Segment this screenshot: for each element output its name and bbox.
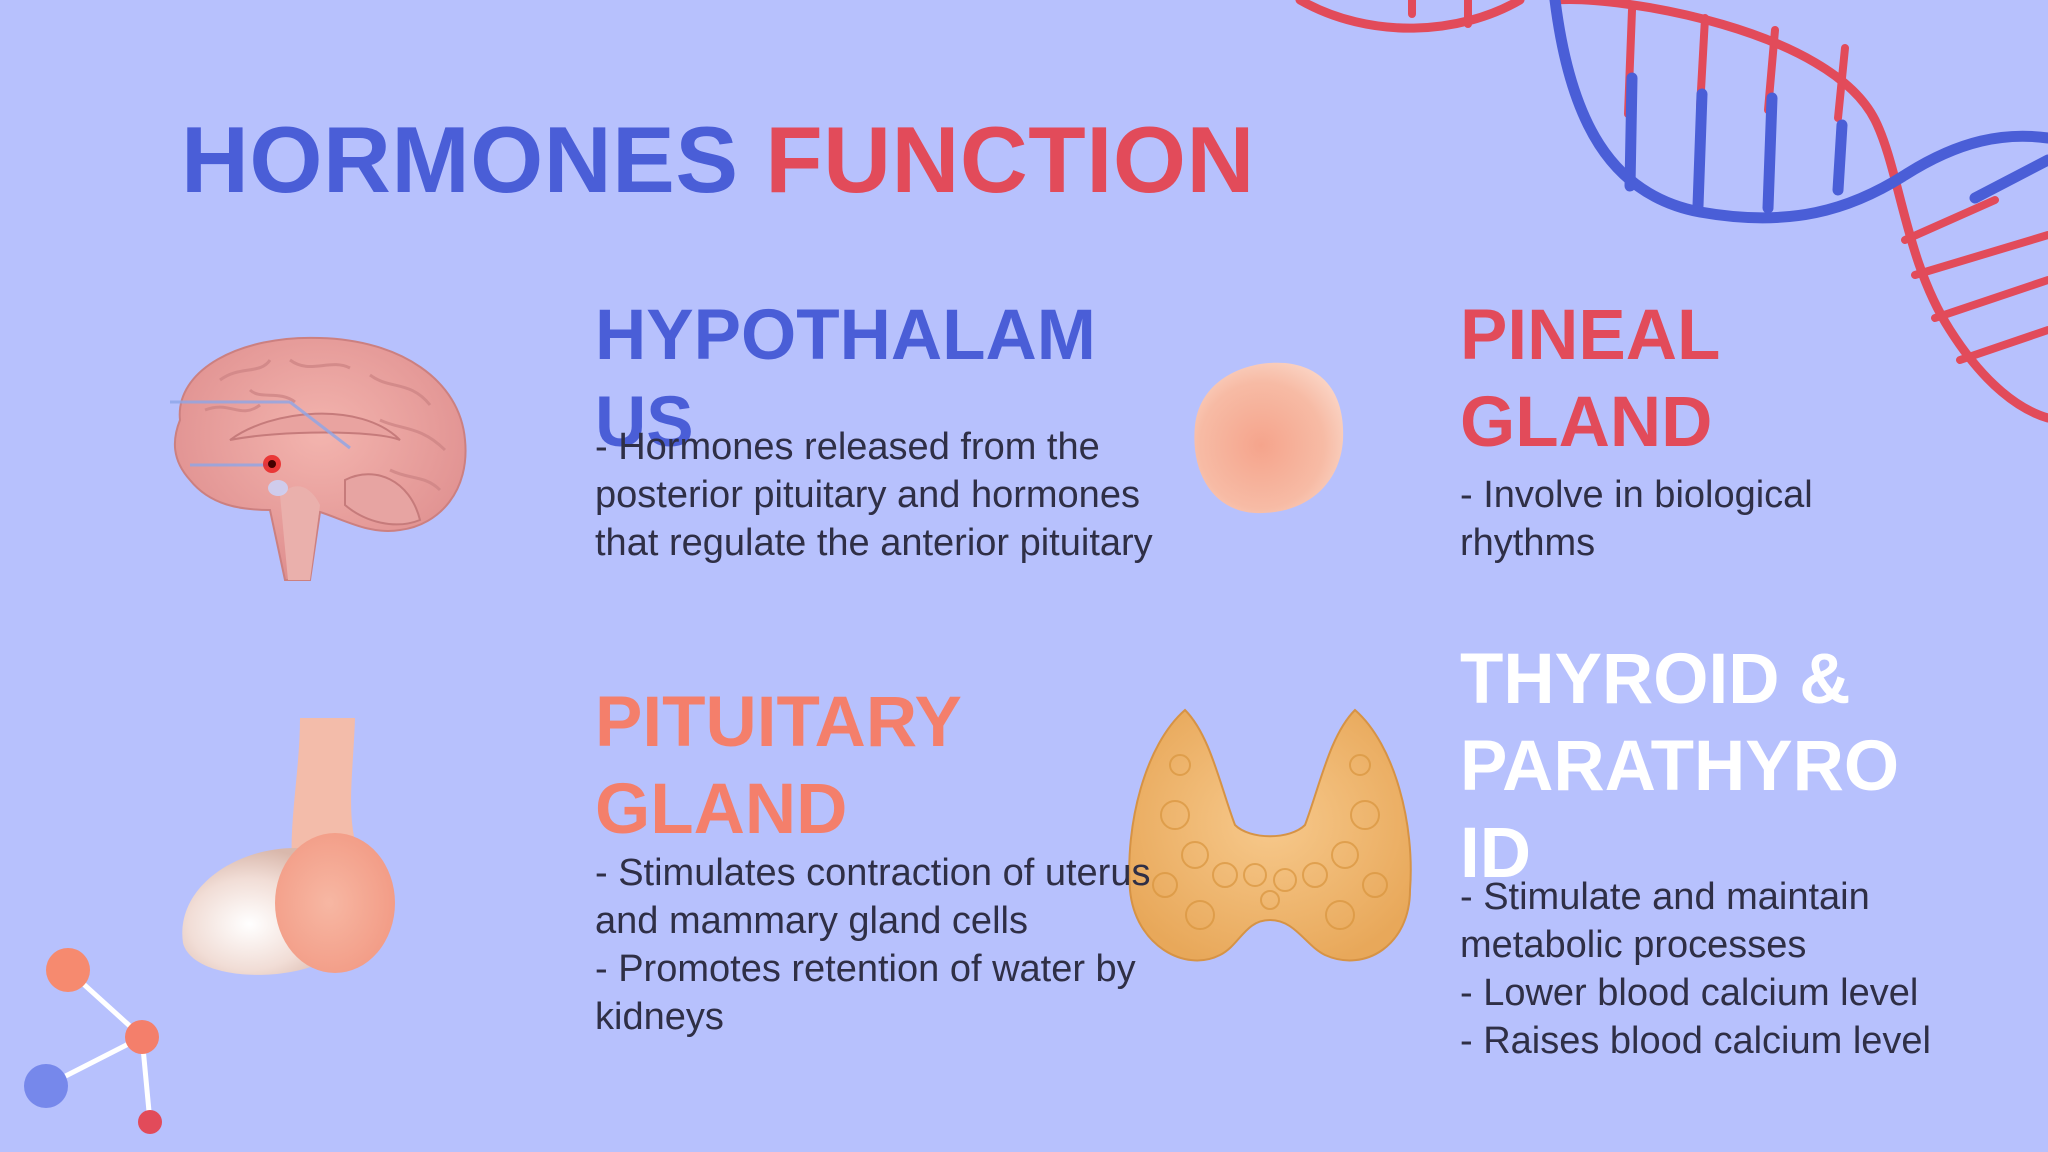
hypothalamus-description: - Hormones released from the posterior p… (595, 426, 1153, 564)
pineal-gland-heading: PINEAL GLAND (1460, 296, 1720, 462)
title-part-blue: HORMONES (181, 107, 739, 212)
brain-illustration (170, 336, 467, 581)
pituitary-gland-heading: PITUITARY GLAND (595, 683, 961, 849)
page-title: HORMONES FUNCTION (181, 104, 1255, 217)
title-part-red: FUNCTION (765, 107, 1255, 212)
thyroid-line: - Stimulate and maintain metabolic proce… (1460, 876, 1870, 966)
pituitary-line: - Stimulates contraction of uterus and m… (595, 852, 1151, 942)
pituitary-gland-illustration (182, 718, 395, 975)
pituitary-line: - Promotes retention of water by kidneys (595, 948, 1136, 1038)
thyroid-line: - Raises blood calcium level (1460, 1020, 1931, 1062)
thyroid-gland-illustration (1128, 708, 1412, 962)
thyroid-heading: THYROID & PARATHYROID (1460, 640, 1900, 893)
thyroid-line: - Lower blood calcium level (1460, 972, 1919, 1014)
pituitary-gland-description: - Stimulates contraction of uterus and m… (595, 849, 1155, 1041)
hypothalamus-heading: HYPOTHALAMUS (595, 296, 1096, 462)
thyroid-description: - Stimulate and maintain metabolic proce… (1460, 873, 2020, 1065)
pineal-gland-illustration (1194, 362, 1344, 514)
pineal-gland-description: - Involve in biological rhythms (1460, 474, 1813, 564)
molecule-decoration (24, 948, 162, 1134)
